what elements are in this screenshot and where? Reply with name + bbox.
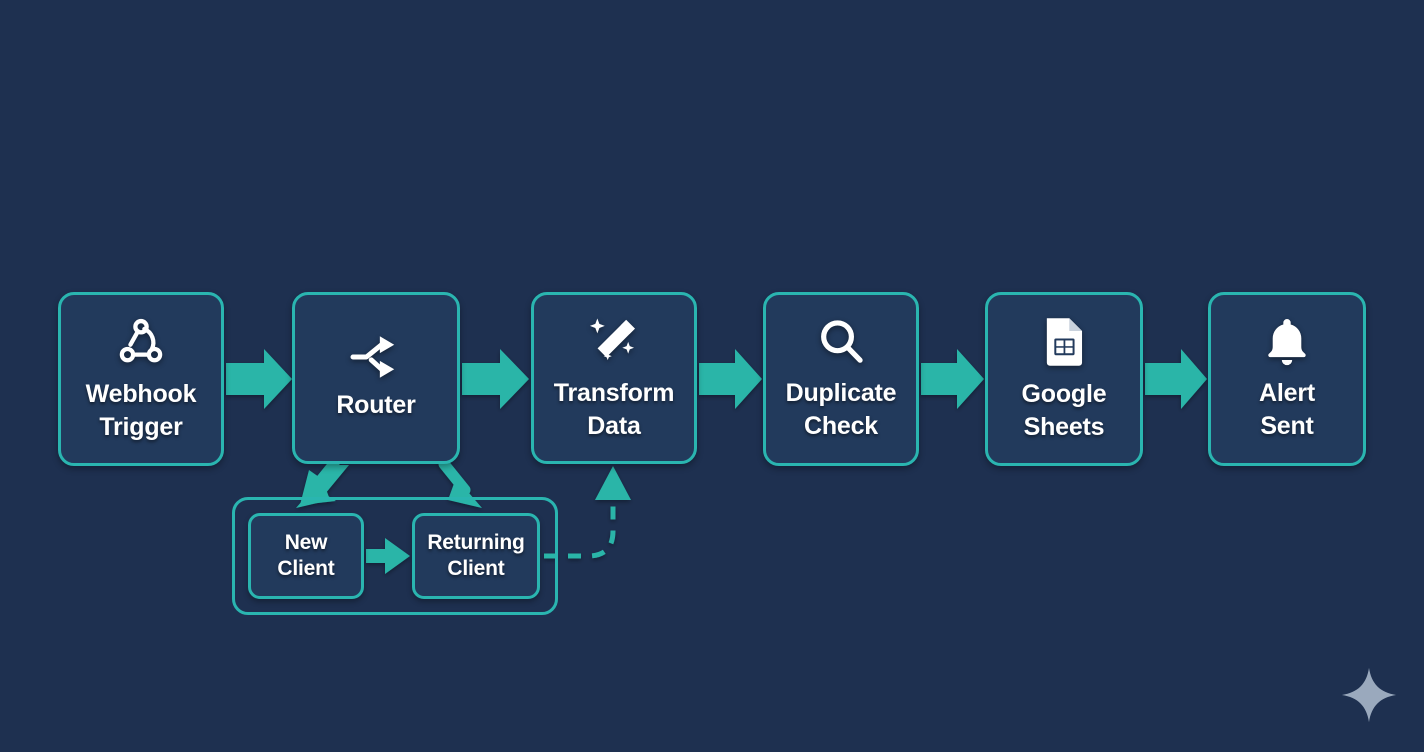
node-label: New Client	[277, 530, 335, 580]
webhook-icon	[114, 315, 168, 369]
edge-transform-to-duplicate	[699, 349, 762, 409]
node-duplicate-check[interactable]: Duplicate Check	[763, 292, 919, 466]
node-transform-data[interactable]: Transform Data	[531, 292, 697, 464]
edge-duplicate-to-sheets	[921, 349, 984, 409]
magic-wand-icon	[587, 314, 641, 368]
edge-sheets-to-alert	[1145, 349, 1207, 409]
google-sheets-icon	[1042, 315, 1086, 369]
node-google-sheets[interactable]: Google Sheets	[985, 292, 1143, 466]
sparkle-icon	[1341, 667, 1397, 723]
magnifying-glass-icon	[815, 316, 867, 368]
edge-webhook-to-router	[226, 349, 292, 409]
node-label: Google Sheets	[1021, 380, 1107, 441]
bell-icon	[1262, 316, 1312, 368]
node-new-client[interactable]: New Client	[248, 513, 364, 599]
node-label: Duplicate Check	[785, 379, 897, 440]
node-label: Webhook Trigger	[85, 380, 197, 441]
node-label: Alert Sent	[1259, 379, 1315, 440]
node-label: Transform Data	[553, 379, 675, 440]
shuffle-split-icon	[349, 334, 403, 380]
node-webhook-trigger[interactable]: Webhook Trigger	[58, 292, 224, 466]
edge-router-to-transform	[462, 349, 529, 409]
node-label: Router	[336, 391, 416, 420]
node-router[interactable]: Router	[292, 292, 460, 464]
node-alert-sent[interactable]: Alert Sent	[1208, 292, 1366, 466]
node-returning-client[interactable]: Returning Client	[412, 513, 540, 599]
node-label: Returning Client	[427, 530, 525, 580]
